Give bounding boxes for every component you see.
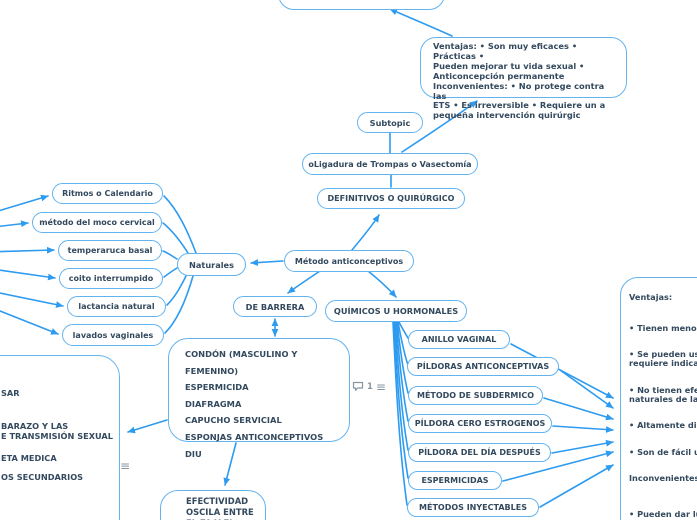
anillo-vaginal-node[interactable]: ANILLO VAGINAL bbox=[408, 330, 510, 349]
naturales-node[interactable]: Naturales bbox=[177, 253, 246, 276]
callout-bullet: • Son de fácil uso bbox=[629, 446, 697, 457]
definitivos-node[interactable]: DEFINITIVOS O QUIRÚRGICO bbox=[317, 188, 465, 209]
metodo-subdermico-node[interactable]: MÉTODO DE SUBDERMICO bbox=[408, 386, 543, 405]
callout-bullet: • Tienen menor co bbox=[629, 322, 697, 333]
metodos-inyectables-node[interactable]: MÉTODOS INYECTABLES bbox=[407, 498, 539, 517]
ligadura-node[interactable]: oLigadura de Trompas o Vasectomía bbox=[302, 153, 478, 175]
callout-fragment: OS SECUNDARIOS bbox=[1, 472, 84, 482]
comment-count: 1 bbox=[367, 381, 373, 392]
main-topic-node[interactable]: Método anticonceptivos bbox=[284, 250, 414, 272]
comment-icon bbox=[352, 381, 364, 391]
callout-fragment: BARAZO Y LAS E TRANSMISIÓN SEXUAL bbox=[1, 421, 113, 441]
pildora-dia-despues-node[interactable]: PÍLDORA DEL DÍA DESPUÉS bbox=[408, 443, 551, 462]
temperatura-basal-node[interactable]: temperaruca basal bbox=[58, 240, 162, 261]
callout-bullet: • Pueden dar luga urinarias y reaccio bbox=[629, 509, 697, 520]
callout-fragment: ETA MEDICA bbox=[1, 453, 57, 463]
cropped-top-topic[interactable] bbox=[278, 0, 445, 10]
moco-cervical-node[interactable]: método del moco cervical bbox=[32, 212, 162, 233]
callout-bullet: • No tienen efecto naturales de la mu bbox=[629, 384, 697, 404]
lavados-node[interactable]: lavados vaginales bbox=[62, 324, 164, 346]
ritmos-node[interactable]: Ritmos o Calendario bbox=[52, 183, 163, 204]
barrera-detail-box[interactable]: CONDÓN (MASCULINO Y FEMENINO) ESPERMICID… bbox=[168, 338, 350, 459]
notes-icon: ≡ bbox=[375, 379, 386, 394]
pildora-cero-estrogenos-node[interactable]: PÍLDORA CERO ESTROGENOS bbox=[408, 414, 552, 433]
quimicos-callout-box[interactable]: Ventajas: • Tienen menor co • Se pueden … bbox=[620, 277, 697, 520]
pildoras-anticonceptivas-node[interactable]: PÍLDORAS ANTICONCEPTIVAS bbox=[407, 357, 559, 376]
barrera-callout-box[interactable]: SAR BARAZO Y LAS E TRANSMISIÓN SEXUAL ET… bbox=[0, 355, 120, 520]
comment-badge[interactable]: 1 ≡ bbox=[352, 379, 386, 394]
callout-bullet: • Se pueden usar a requiere indicación bbox=[629, 349, 697, 369]
lactancia-node[interactable]: lactancia natural bbox=[67, 296, 166, 317]
callout-heading-inconvenientes: Inconvenientes: bbox=[629, 473, 697, 484]
notes-icon: ≡ bbox=[120, 459, 131, 473]
coito-interrumpido-node[interactable]: coito interrumpido bbox=[59, 268, 163, 289]
callout-heading-ventajas: Ventajas: bbox=[629, 292, 673, 303]
notes-badge-left[interactable]: ≡ bbox=[120, 459, 131, 473]
de-barrera-node[interactable]: DE BARRERA bbox=[233, 296, 317, 317]
quimicos-node[interactable]: QUÍMICOS U HORMONALES bbox=[325, 300, 467, 322]
espermicidas-node[interactable]: ESPERMICIDAS bbox=[408, 471, 502, 490]
subtopic-node[interactable]: Subtopic bbox=[357, 112, 423, 133]
callout-fragment: SAR bbox=[1, 388, 20, 398]
efectividad-box[interactable]: EFECTIVIDAD OSCILA ENTRE EL 79 Y EL bbox=[160, 490, 266, 520]
quirurgico-callout[interactable]: Ventajas: • Son muy eficaces • Prácticas… bbox=[420, 37, 627, 120]
callout-bullet: • Altamente dispo bbox=[629, 420, 697, 431]
